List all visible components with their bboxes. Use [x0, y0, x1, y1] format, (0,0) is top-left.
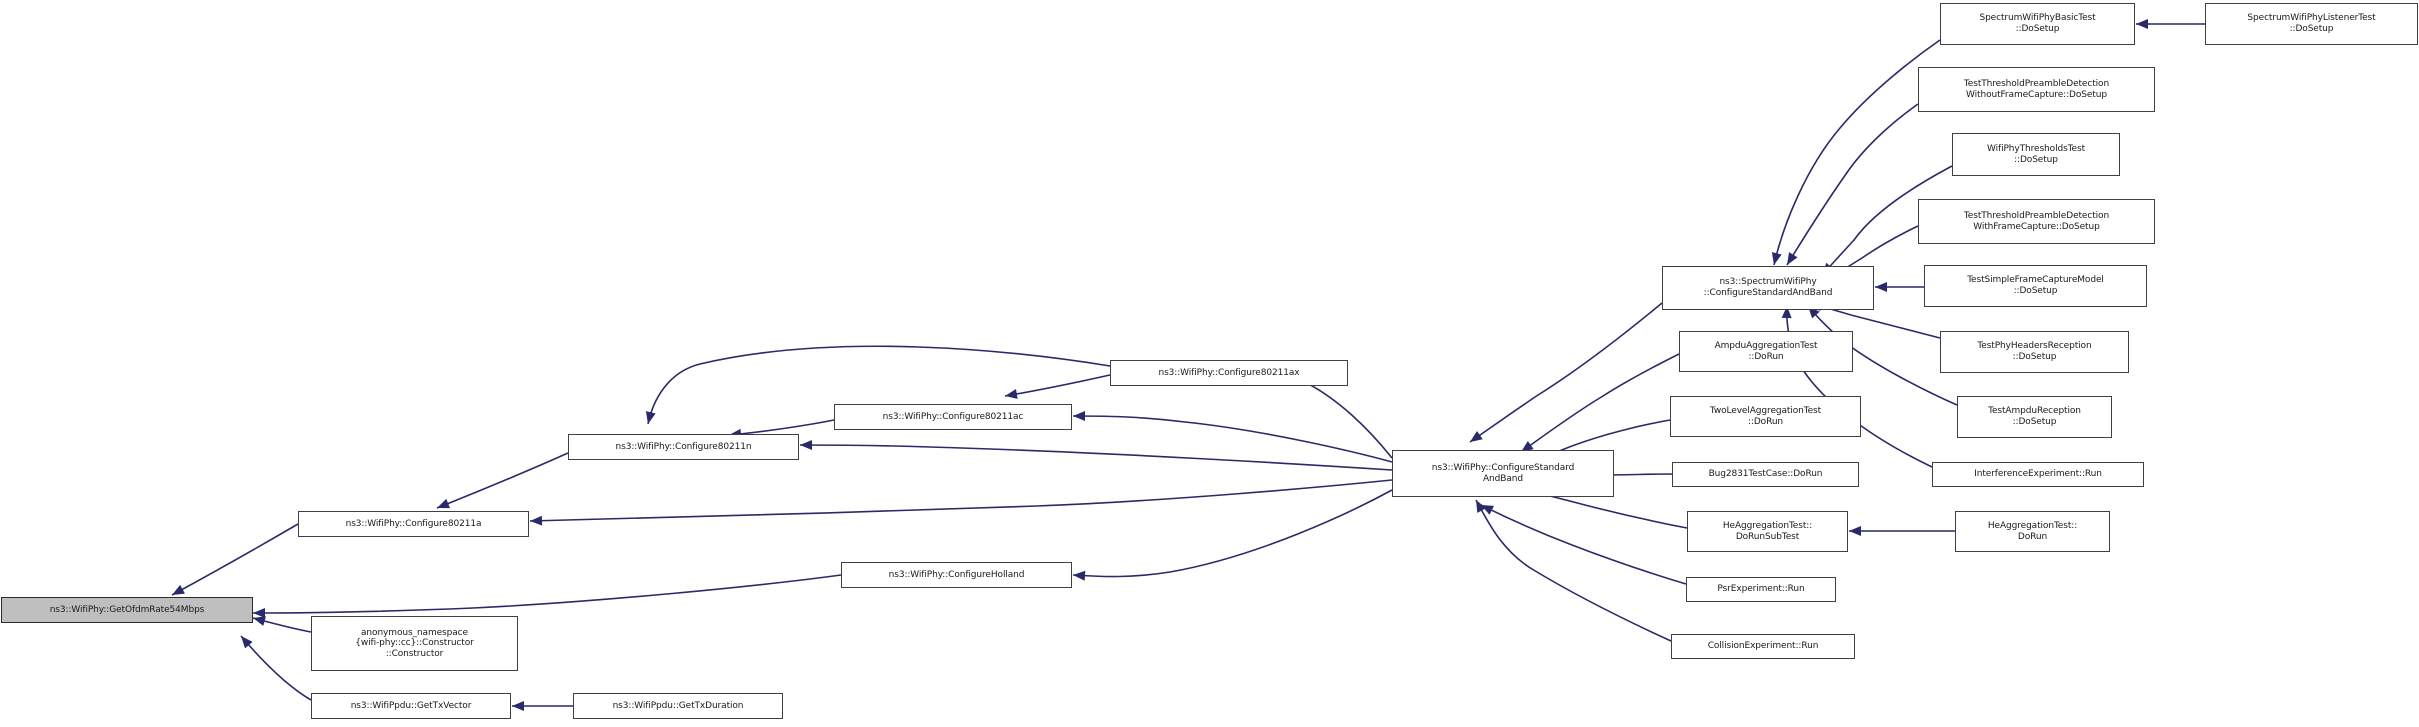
arrowhead-icon [1470, 431, 1483, 442]
graph-edge [1475, 499, 1672, 642]
graph-edge [1520, 353, 1680, 453]
arrowhead-icon [1771, 252, 1782, 265]
arrowhead-icon [530, 515, 543, 526]
arrowhead-icon [645, 411, 656, 424]
arrowhead-icon [172, 584, 185, 595]
graph-node[interactable]: PsrExperiment::Run [1686, 577, 1836, 602]
arrowhead-icon [1781, 306, 1792, 319]
graph-node[interactable]: ns3::WifiPhy::Configure80211n [568, 434, 799, 460]
graph-edge [240, 635, 312, 701]
graph-node[interactable]: ns3::SpectrumWifiPhy ::ConfigureStandard… [1662, 266, 1874, 310]
arrowhead-icon [1875, 282, 1887, 292]
graph-edge [1786, 305, 1933, 468]
graph-node[interactable]: HeAggregationTest:: DoRun [1955, 511, 2110, 552]
graph-edge [1072, 415, 1393, 463]
graph-node[interactable]: HeAggregationTest:: DoRunSubTest [1687, 511, 1848, 552]
arrowhead-icon [253, 607, 266, 618]
graph-edge [1773, 39, 1941, 266]
graph-node[interactable]: TestThresholdPreambleDetection WithFrame… [1918, 199, 2155, 244]
graph-node[interactable]: ns3::WifiPhy::Configure80211a [298, 511, 529, 537]
graph-edge [1469, 302, 1663, 443]
graph-edge [1480, 504, 1687, 585]
graph-node[interactable]: CollisionExperiment::Run [1671, 634, 1855, 659]
graph-node[interactable]: TestAmpduReception ::DoSetup [1957, 396, 2112, 438]
arrowhead-icon [241, 636, 253, 649]
graph-edge [252, 574, 842, 614]
graph-node[interactable]: TestThresholdPreambleDetection WithoutFr… [1918, 67, 2155, 112]
arrowhead-icon [1521, 440, 1534, 452]
graph-edge [1821, 165, 1953, 276]
arrowhead-icon [437, 498, 450, 509]
arrowhead-icon [1005, 389, 1018, 399]
graph-edge [1004, 374, 1111, 397]
graph-edge [799, 444, 1393, 471]
graph-node[interactable]: ns3::WifiPhy::ConfigureStandard AndBand [1392, 450, 1614, 497]
graph-edge [647, 345, 1111, 425]
graph-node[interactable]: ns3::WifiPhy::Configure80211ax [1110, 360, 1348, 386]
graph-edge [1786, 103, 1919, 266]
graph-node[interactable]: SpectrumWifiPhyBasicTest ::DoSetup [1940, 3, 2135, 45]
graph-node[interactable]: TestPhyHeadersReception ::DoSetup [1940, 331, 2129, 373]
arrowhead-icon [253, 616, 266, 626]
arrowhead-icon [1787, 252, 1798, 265]
graph-node[interactable]: WifiPhyThresholdsTest ::DoSetup [1952, 133, 2120, 176]
graph-node[interactable]: anonymous_namespace {wifi-phy::cc}::Cons… [311, 616, 518, 671]
graph-node[interactable]: TestSimpleFrameCaptureModel ::DoSetup [1924, 265, 2147, 307]
arrowhead-icon [2136, 19, 2148, 29]
graph-node[interactable]: InterferenceExperiment::Run [1932, 462, 2144, 487]
arrowhead-icon [1073, 570, 1086, 581]
arrowhead-icon [800, 440, 813, 451]
graph-node[interactable]: ns3::WifiPhy::Configure80211ac [834, 404, 1072, 430]
arrowhead-icon [512, 701, 524, 711]
graph-edge [171, 523, 299, 596]
graph-node[interactable]: AmpduAggregationTest ::DoRun [1679, 331, 1853, 372]
graph-edge [436, 452, 569, 509]
graph-node[interactable]: SpectrumWifiPhyListenerTest ::DoSetup [2205, 3, 2418, 45]
graph-edge [728, 419, 835, 436]
arrowhead-icon [1849, 526, 1861, 536]
graph-edge [529, 479, 1393, 522]
graph-node[interactable]: ns3::WifiPpdu::GetTxDuration [573, 693, 783, 719]
graph-edge [1072, 489, 1393, 578]
arrowhead-icon [1073, 411, 1086, 422]
graph-node[interactable]: ns3::WifiPhy::GetOfdmRate54Mbps [1, 597, 253, 623]
arrowhead-icon [1476, 500, 1487, 513]
graph-node[interactable]: TwoLevelAggregationTest ::DoRun [1670, 396, 1861, 437]
graph-node[interactable]: ns3::WifiPhy::ConfigureHolland [841, 562, 1072, 588]
graph-node[interactable]: Bug2831TestCase::DoRun [1672, 462, 1859, 487]
graph-node[interactable]: ns3::WifiPpdu::GetTxVector [311, 693, 511, 719]
